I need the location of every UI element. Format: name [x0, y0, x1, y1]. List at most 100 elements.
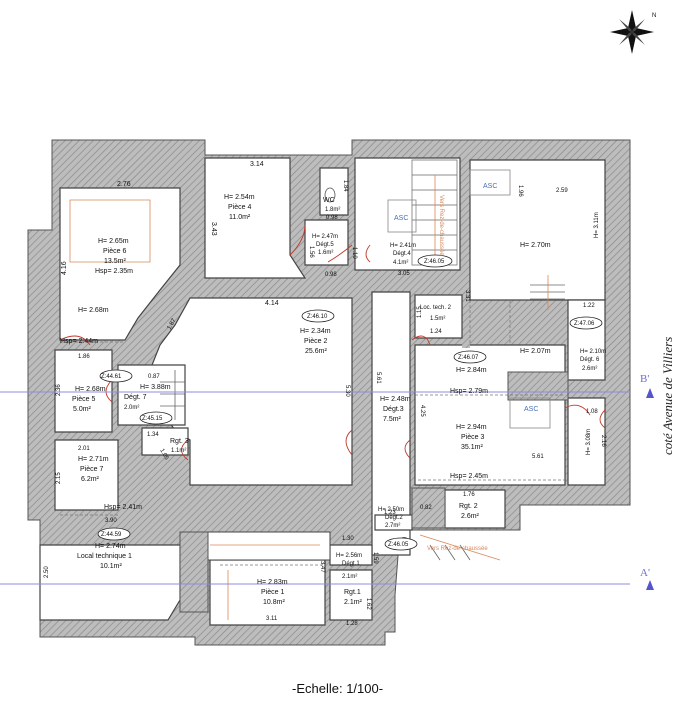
dim-right-top-d: 1.96: [517, 185, 523, 197]
room-right-top: [469, 159, 606, 301]
elevator-shaft-1: [387, 199, 417, 233]
compass-icon: [610, 10, 654, 54]
scale-label: -Echelle: 1/100-: [292, 681, 383, 696]
dim-wc-w: 0.98: [326, 215, 338, 221]
loctech2-name: Loc. tech. 2: [420, 305, 452, 311]
degt5-name: Dégt.5: [316, 242, 334, 248]
right-top-height: H= 2.70m: [520, 242, 551, 249]
dim-216: 2.16: [600, 435, 606, 447]
rgt2-area: 2.6m²: [461, 513, 480, 520]
room-right-bottom: [567, 397, 606, 486]
room-rgt3: [141, 427, 189, 456]
room-loctech2: [414, 294, 463, 339]
piece7-name: Pièce 7: [80, 466, 103, 473]
rgt1-area: 2.1m²: [344, 599, 363, 606]
degt7-height: H= 3.88m: [140, 384, 171, 391]
piece5-area: 5.0m²: [73, 406, 92, 413]
dim-degt7-w: 0.87: [148, 374, 160, 380]
loctech1-name: Local technique 1: [77, 553, 132, 560]
dim-rgt1-w: 1.28: [346, 621, 358, 627]
dim-degt3-w: 1.23: [384, 510, 396, 516]
dim-piece2-d2: 1.87: [167, 317, 178, 331]
hsp-244: Hsp= 2.44m: [60, 338, 98, 345]
staircase-right: [530, 275, 565, 310]
compass-north: N: [652, 13, 656, 19]
elevator-shaft-3: [509, 397, 551, 429]
staircase-bottom: [419, 534, 501, 561]
rgt3-area: 1.1m²: [171, 448, 186, 454]
dim-wc-h: 1.84: [342, 180, 348, 192]
degt4-name: Dégt.4: [393, 251, 411, 257]
wc-area: 1.8m²: [325, 207, 340, 213]
piece7-area: 6.2m²: [81, 476, 100, 483]
dim-loctech2-d: 1.15: [417, 306, 423, 318]
piece1-name: Pièce 1: [261, 589, 284, 596]
piece5-name: Pièce 5: [72, 396, 95, 403]
degt2-area: 2.7m²: [385, 523, 400, 529]
dim-degt1-w: 1.30: [342, 536, 354, 542]
piece4-name: Pièce 4: [228, 204, 251, 211]
loctech2-area: 1.5m²: [430, 316, 445, 322]
height-308: H= 3.08m: [586, 429, 592, 455]
degt3-area: 7.5m²: [383, 416, 402, 423]
dim-degt1-d: 1.59: [372, 552, 378, 564]
piece4-height: H= 2.54m: [224, 194, 255, 201]
piece2-area: 25.6m²: [305, 348, 327, 355]
section-a-label: A': [640, 567, 650, 579]
dim-rgt1-d: 1.62: [365, 598, 371, 610]
dim-piece7-w: 2.01: [78, 446, 90, 452]
degt4-height: H= 2.41m: [390, 243, 416, 249]
dim-rgt3-w: 1.34: [147, 432, 159, 438]
room-degt4: [354, 157, 461, 271]
degt5-area: 1.6m²: [318, 250, 333, 256]
dim-degt3-d: 5.61: [375, 372, 381, 384]
room-central: [414, 344, 566, 486]
degt3-name: Dégt.3: [383, 406, 404, 413]
room-rgt1: [329, 569, 373, 621]
piece2-name: Pièce 2: [304, 338, 327, 345]
piece3-height: H= 2.94m: [456, 424, 487, 431]
asc-label-3: ASC: [524, 406, 538, 413]
piece3-area: 35.1m²: [461, 444, 483, 451]
z-45-15: Z:45.15: [142, 416, 163, 422]
dim-piece1-w: 3.11: [266, 616, 278, 622]
room-piece4: [204, 157, 307, 279]
loctech1-area: 10.1m²: [100, 563, 122, 570]
dim-piece5-d: 2.36: [56, 384, 62, 396]
height-207: H= 2.07m: [520, 348, 551, 355]
piece1-height: H= 2.83m: [257, 579, 288, 586]
piece2-height: H= 2.34m: [300, 328, 331, 335]
rgt1-name: Rgt.1: [344, 589, 361, 596]
piece6-area: 13.5m²: [104, 258, 126, 265]
degt6-height: H= 2.10m: [580, 349, 606, 355]
height-311: H= 3.11m: [594, 212, 600, 238]
z-46-05-degt4: Z:46.05: [424, 259, 445, 265]
dim-piece1-d: 3.47: [319, 561, 325, 573]
dim-piece7-d: 2.15: [56, 472, 62, 484]
dim-degt5-2: 1.10: [351, 247, 357, 259]
rgt2-name: Rgt. 2: [459, 503, 478, 510]
degt2-name: Dégt.2: [385, 515, 403, 521]
z-46-05-bottom: Z:46.05: [388, 542, 409, 548]
degt7-name: Dégt. 7: [124, 394, 147, 401]
stair-label-bottom: Vers Rez-de-chaussée: [427, 546, 488, 552]
piece4-area: 11.0m²: [229, 214, 251, 221]
room-degt7: [117, 364, 186, 426]
room-piece7: [54, 439, 119, 511]
dim-piece4-top: 3.14: [250, 161, 264, 168]
piece5-height: H= 2.68m: [75, 386, 106, 393]
dim-piece2-d: 5.30: [344, 385, 350, 397]
z-46-07: Z:46.07: [458, 355, 479, 361]
room-degt3: [371, 291, 411, 556]
dim-piece6-left: 4.16: [61, 261, 68, 275]
hsp-241: Hsp= 2.41m: [104, 504, 142, 511]
dim-degt2-d: 0.82: [420, 505, 432, 511]
degt2-height: H= 2.50m: [378, 507, 404, 513]
degt1-area: 2.1m²: [342, 574, 357, 580]
dim-108: 1.08: [586, 409, 598, 415]
dim-loctech1-w: 3.90: [105, 518, 117, 524]
dim-degt5-3: 0.98: [325, 272, 337, 278]
hsp-245: Hsp= 2.45m: [450, 473, 488, 480]
height-284: H= 2.84m: [456, 367, 487, 374]
staircase-degt4: [411, 159, 458, 266]
